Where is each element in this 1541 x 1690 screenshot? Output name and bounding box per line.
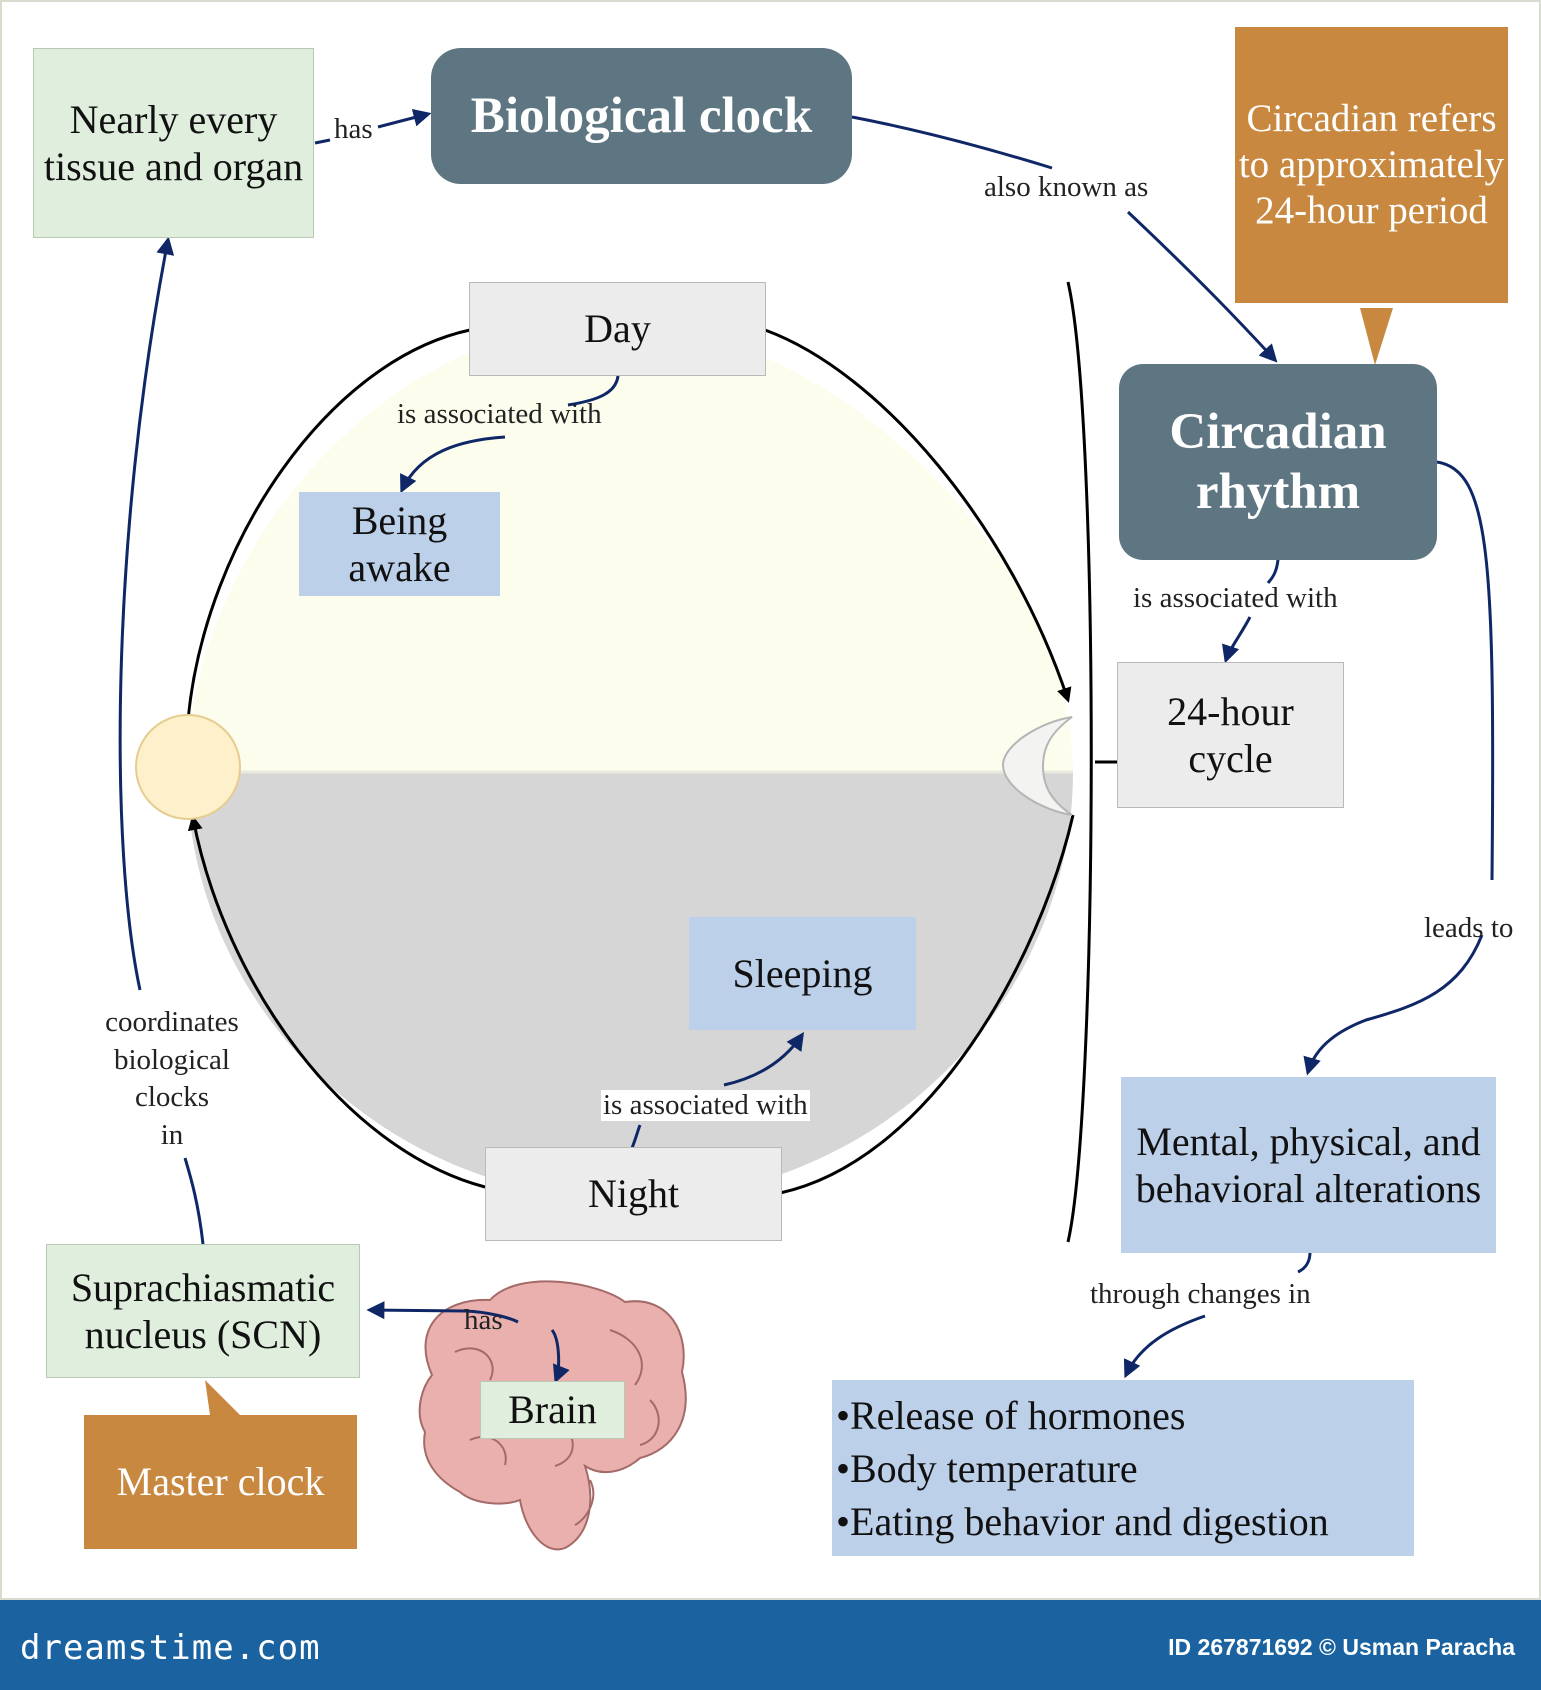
label-coordinates-line: clocks: [134, 1081, 210, 1114]
callout-pointer-def: [1360, 308, 1393, 365]
callout-pointer-master: [205, 1380, 240, 1415]
label-circ-assoc: is associated with: [1133, 582, 1338, 614]
effect-item: •Eating behavior and digestion: [836, 1498, 1329, 1544]
edge-leads-to: [1308, 460, 1495, 1072]
node-effects-list: •Release of hormones •Body temperature •…: [832, 1380, 1414, 1556]
label-night-assoc: is associated with: [601, 1089, 810, 1121]
label-coordinates-line: coordinates: [105, 1006, 239, 1038]
label-coordinates: coordinates biological clocks in: [92, 1004, 252, 1155]
node-night: Night: [485, 1147, 782, 1241]
callout-circadian-definition: Circadian refers to approximately 24-hou…: [1235, 27, 1508, 303]
label-tissue-has: has: [334, 113, 373, 145]
edge-night-assoc: [630, 1035, 802, 1149]
brand-logo[interactable]: dreamstime.com: [20, 1628, 321, 1668]
diagram-graphics: [0, 0, 1541, 1600]
label-leads-to: leads to: [1424, 912, 1514, 944]
node-24-hour-cycle: 24-hour cycle: [1117, 662, 1344, 808]
label-coordinates-line: biological: [114, 1043, 230, 1076]
edge-tissue-has: [314, 114, 428, 145]
edge-also-known-as: [851, 115, 1275, 360]
edge-brain-has: [464, 1309, 559, 1380]
node-day: Day: [469, 282, 766, 376]
edge-coordinates: [118, 240, 205, 1245]
node-biological-clock: Biological clock: [431, 48, 852, 184]
footer-bar: dreamstime.com ID 267871692 © Usman Para…: [0, 1600, 1541, 1690]
label-also-known-as: also known as: [984, 171, 1149, 203]
label-through-changes: through changes in: [1090, 1278, 1311, 1310]
node-scn: Suprachiasmatic nucleus (SCN): [46, 1244, 360, 1378]
edge-day-assoc: [402, 375, 620, 490]
label-brain-has: has: [464, 1304, 503, 1336]
day-arc: [186, 328, 1068, 721]
circadian-diagram: Nearly every tissue and organ Biological…: [0, 0, 1541, 1600]
sun-icon: [135, 714, 241, 820]
effect-item: •Release of hormones: [836, 1393, 1186, 1438]
edge-brain-to-scn: [366, 1301, 466, 1320]
label-coordinates-line: in: [160, 1119, 184, 1152]
frame-border: [0, 0, 1541, 1600]
effect-item: •Body temperature: [836, 1445, 1138, 1491]
callout-master-clock: Master clock: [84, 1415, 357, 1549]
image-credit: ID 267871692 © Usman Paracha: [1168, 1634, 1515, 1660]
edge-through-changes: [1126, 1251, 1312, 1375]
day-region: [187, 322, 1073, 772]
node-brain: Brain: [480, 1381, 625, 1439]
night-arc: [193, 815, 1075, 1195]
node-sleeping: Sleeping: [689, 917, 916, 1030]
edge-circ-assoc: [1226, 559, 1280, 660]
node-circadian-rhythm: Circadian rhythm: [1119, 364, 1437, 560]
moon-icon: [1001, 716, 1073, 816]
rhythm-bracket: [1066, 281, 1093, 1243]
night-region: [187, 772, 1073, 1200]
label-day-assoc: is associated with: [397, 398, 602, 430]
node-tissue: Nearly every tissue and organ: [33, 48, 314, 238]
node-being-awake: Being awake: [299, 492, 500, 596]
node-mental-physical: Mental, physical, and behavioral alterat…: [1121, 1077, 1496, 1253]
